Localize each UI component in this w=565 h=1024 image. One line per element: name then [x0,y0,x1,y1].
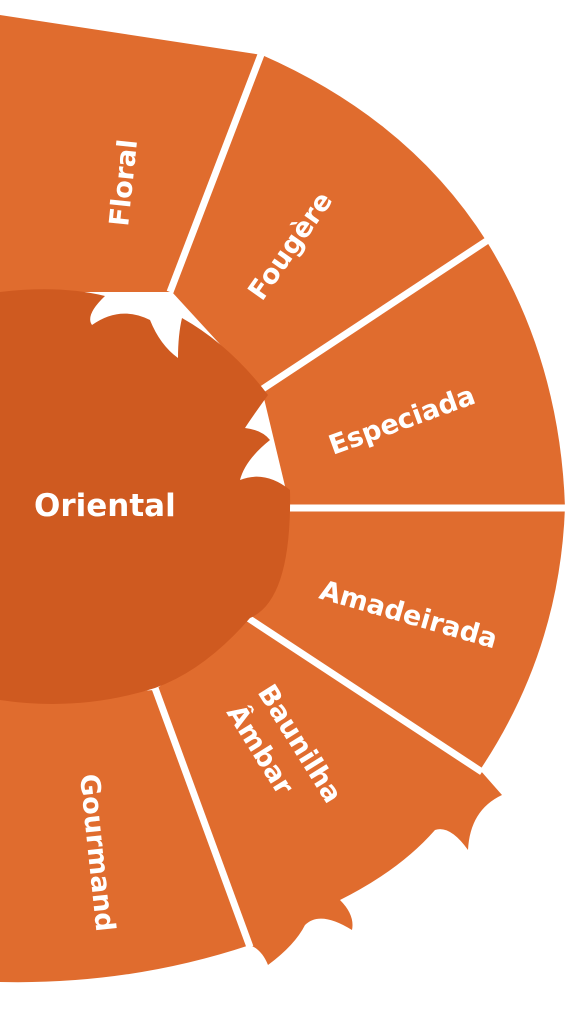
center-circle[interactable] [0,289,291,704]
segment-amadeirada[interactable] [250,507,565,770]
center-label: Oriental [34,488,176,524]
divider-4 [246,615,484,775]
segment-fougere[interactable] [172,55,487,390]
segment-especiada[interactable] [262,242,565,507]
divider-5 [151,686,254,949]
divider-1 [166,50,266,294]
segments-layer [0,15,565,983]
center-hub: Oriental [0,289,291,704]
dividers [151,50,565,949]
segment-baunilha-ambar[interactable] [155,618,502,965]
divider-2 [256,237,490,395]
segment-gourmand[interactable] [0,690,250,983]
